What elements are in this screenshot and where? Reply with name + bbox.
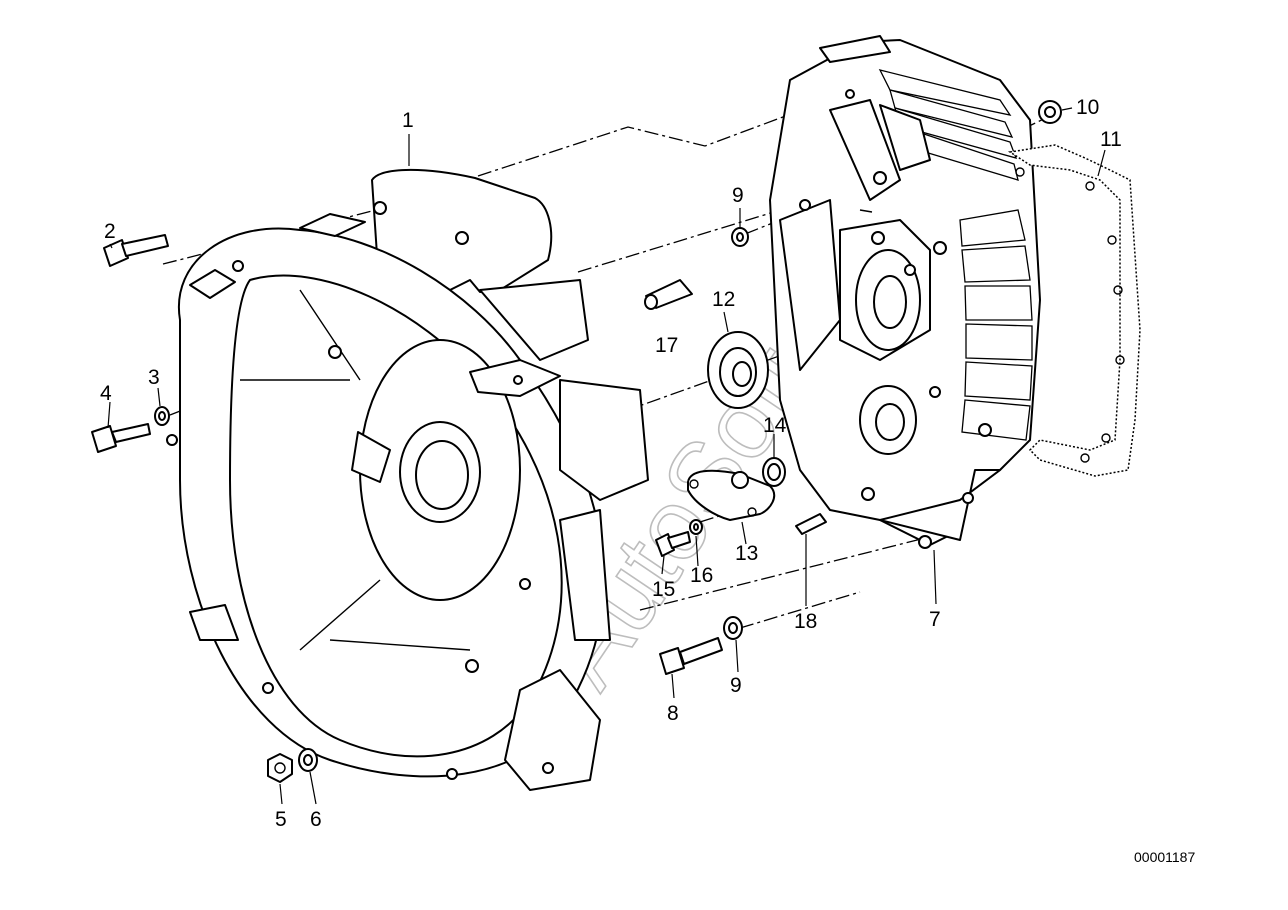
callout-4: 4: [100, 382, 112, 405]
callout-17: 17: [655, 334, 678, 357]
callout-labels: 1 2 3 4 5 6 7 8 9 9 10 11 12 13 14 15 16…: [100, 96, 1122, 831]
callout-7: 7: [929, 608, 941, 631]
nut-5: [267, 753, 293, 783]
bolt-4: [91, 423, 151, 453]
callout-8: 8: [667, 702, 679, 725]
washer-9-upper: [731, 227, 749, 247]
callout-5: 5: [275, 808, 287, 831]
callout-11: 11: [1100, 128, 1122, 151]
callout-15: 15: [652, 578, 675, 601]
callout-13: 13: [735, 542, 758, 565]
callout-2: 2: [104, 220, 116, 243]
diagram-code: 00001187: [1134, 849, 1195, 865]
callout-16: 16: [690, 564, 713, 587]
nut-10: [1038, 100, 1062, 124]
washer-9-lower: [723, 616, 743, 640]
bolt-15: [655, 531, 691, 557]
gasket-holes: [1015, 167, 1125, 463]
gasket: [1007, 144, 1141, 477]
o-ring-14: [762, 457, 786, 487]
callout-9-lower: 9: [730, 674, 742, 697]
callout-18: 18: [794, 610, 817, 633]
callout-3: 3: [148, 366, 160, 389]
callout-12: 12: [712, 288, 735, 311]
leader-lines: [107, 107, 1106, 805]
dowel-17: [644, 279, 693, 310]
seal-12: [707, 331, 769, 409]
washer-16: [689, 519, 703, 535]
bolt-2: [103, 234, 169, 267]
cover-plate-13: [687, 469, 776, 521]
callout-6: 6: [310, 808, 322, 831]
callout-10: 10: [1076, 96, 1099, 119]
washer-6: [298, 748, 318, 772]
engine-block: [769, 35, 1041, 549]
callout-9-upper: 9: [732, 184, 744, 207]
washer-3: [154, 406, 170, 426]
cooling-fins: [878, 69, 1033, 441]
bolt-8: [659, 637, 723, 675]
key-18: [795, 513, 827, 535]
callout-1: 1: [402, 109, 414, 132]
bell-housing: [166, 168, 649, 791]
callout-14: 14: [763, 414, 787, 437]
